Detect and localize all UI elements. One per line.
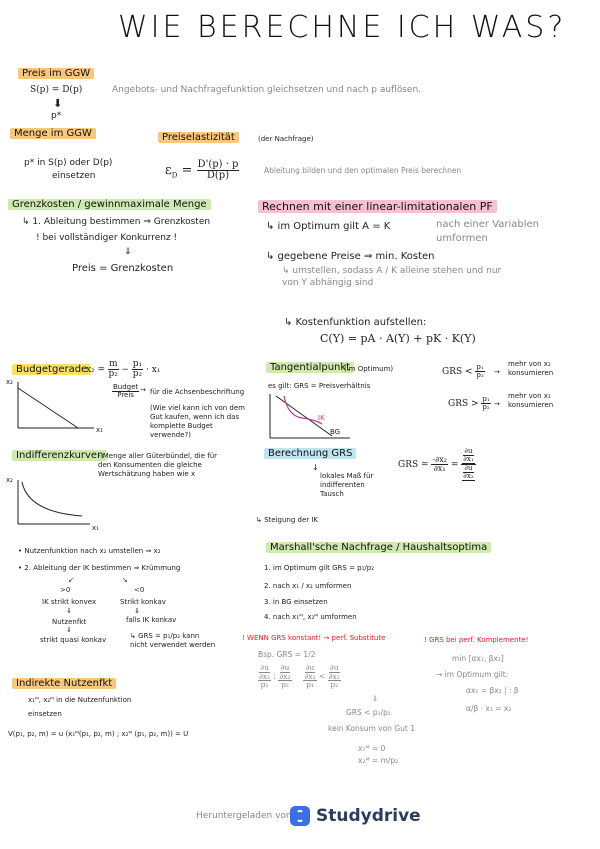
budget-heading: Budgetgerade — [12, 364, 92, 375]
grs-gt-note: mehr von x₁ konsumieren — [508, 392, 554, 410]
tangential-chart — [269, 394, 350, 439]
indiff-bullet2: • 2. Ableitung der IK bestimmen ⇒ Krümmu… — [18, 564, 181, 572]
marshall-heading: Marshall'sche Nachfrage / Haushaltsoptim… — [266, 542, 492, 553]
linlim-line1-note: nach einer Variablen umformen — [436, 219, 540, 244]
linlim-line1: ↳ im Optimum gilt A = K — [266, 221, 391, 232]
down-arrow-icon: ↓ — [312, 463, 319, 472]
linlim-cost-function: C(Y) = pA · A(Y) + pK · K(Y) — [320, 332, 476, 345]
grenz-arrow-icon: ⇓ — [124, 247, 132, 257]
indiff-lt0: <0 — [134, 586, 145, 594]
tangential-bg-label: BG — [330, 428, 341, 436]
budget-axis-y: x₂ — [6, 378, 13, 386]
preis-ggw-heading: Preis im GGW — [18, 68, 95, 79]
studydrive-logo-icon — [290, 806, 310, 826]
indiff-gt0: >0 — [60, 586, 71, 594]
down-arrow-icon: ⇓ — [372, 694, 379, 703]
marshall-step2: 2. nach x₁ / x₂ umformen — [264, 582, 352, 590]
berechnung-grs-note: lokales Maß für indifferenten Tausch — [320, 472, 374, 499]
budget-note1: für die Achsenbeschriftung — [150, 388, 245, 396]
budget-axis-x: x₁ — [96, 426, 103, 434]
indiff-heading: Indifferenzkurven — [12, 450, 108, 461]
indiff-c6: ↳ GRS = p₁/p₂ kann nicht verwendet werde… — [130, 632, 216, 650]
preiselast-heading: Preiselastizität — [158, 132, 239, 143]
linlim-line4: ↳ Kostenfunktion aufstellen: — [284, 317, 427, 328]
tangential-heading: Tangentialpunkt — [266, 362, 355, 373]
marshall-step4: 4. nach x₁ᴹ, x₂ᴹ umformen — [264, 613, 357, 621]
grenz-line3: Preis = Grenzkosten — [72, 263, 174, 274]
preis-ggw-note: Angebots- und Nachfragefunktion gleichse… — [112, 85, 422, 95]
indirekt-line2: einsetzen — [28, 710, 62, 718]
preis-ggw-equation: S(p) = D(p) — [30, 85, 83, 95]
budget-note2: (Wie viel kann ich von dem Gut kaufen, w… — [150, 404, 245, 440]
indiff-note: - Menge aller Güterbündel, die für den K… — [98, 452, 218, 479]
berechnung-grs-heading: Berechnung GRS — [264, 448, 357, 459]
right-arrow-icon: → — [494, 368, 500, 376]
indiff-c5: strikt quasi konkav — [40, 636, 107, 644]
indiff-c2: Strikt konkav — [120, 598, 166, 606]
indiff-axis-x: x₁ — [92, 524, 99, 532]
right-arrow-icon: → — [494, 400, 500, 408]
marshall-step3: 3. in BG einsetzen — [264, 598, 328, 606]
indiff-c1: IK strikt konvex — [42, 598, 97, 606]
linlim-heading: Rechnen mit einer linear-limitationalen … — [258, 200, 497, 213]
indirekt-heading: Indirekte Nutzenfkt — [12, 678, 117, 689]
indiff-c3: Nutzenfkt — [52, 618, 87, 626]
budget-chart — [17, 382, 94, 429]
indiff-chart — [17, 480, 90, 525]
down-arrow-icon: ⇓ — [134, 607, 140, 615]
right-arrow-icon: → — [140, 386, 146, 394]
page-title: WIE BERECHNE ICH WAS? — [118, 10, 567, 45]
indiff-bullet1: • Nutzenfunktion nach x₂ umstellen ⇒ x₂ — [18, 547, 161, 555]
tangential-ik-label: IK — [318, 414, 325, 422]
berechnung-grs-formula: GRS = -∂x₂∂x₁ = ∂u∂x₁ ∂u∂x₂ — [398, 447, 476, 481]
perf-kompl-line4: α/β · x₁ = x₂ — [466, 704, 512, 713]
grenz-line2: ! bei vollständiger Konkurrenz ! — [36, 233, 178, 243]
perf-sub-grs: GRS < p₁/p₂ — [346, 708, 391, 717]
indiff-c4: falls IK konkav — [126, 616, 177, 624]
preis-ggw-pstar: p* — [51, 111, 62, 121]
indirekt-line3: V(p₁, p₂, m) = u (x₁ᴹ(p₁, p₂, m) ; x₂ᴹ (… — [8, 730, 189, 738]
down-arrow-icon: ↘ — [122, 576, 128, 584]
indirekt-line1: x₁ᴹ, x₂ᴹ in die Nutzenfunktion — [28, 696, 132, 704]
tangential-sub: (im Optimum) — [344, 365, 394, 373]
linlim-line2: ↳ gegebene Preise ⇒ min. Kosten — [266, 251, 435, 262]
perf-sub-x1m: x₁ᴹ = 0 — [358, 744, 386, 753]
perf-sub-x2m: x₂ᴹ = m/p₂ — [358, 756, 399, 765]
studydrive-logo-text[interactable]: Studydrive — [316, 806, 421, 826]
preiselast-note: Ableitung bilden und den optimalen Preis… — [264, 166, 462, 175]
grs-lt-note: mehr von x₂ konsumieren — [508, 360, 554, 378]
perf-kompl-line1: min [αx₁, βx₂] — [452, 654, 504, 663]
marshall-step1: 1. im Optimum gilt GRS = p₁/p₂ — [264, 564, 375, 572]
footer-text: Heruntergeladen von — [196, 811, 292, 821]
linlim-line3: ↳ umstellen, sodass A / K alleine stehen… — [282, 266, 502, 289]
tangential-line1: es gilt: GRS = Preisverhältnis — [268, 382, 371, 390]
down-arrow-icon: ⇓ — [66, 626, 72, 634]
menge-ggw-line1: p* in S(p) oder D(p) — [24, 158, 113, 168]
down-arrow-icon: ⬇ — [53, 97, 63, 110]
grenz-heading: Grenzkosten / gewinnmaximale Menge — [8, 199, 211, 210]
menge-ggw-heading: Menge im GGW — [10, 128, 96, 139]
preiselast-sub: (der Nachfrage) — [258, 135, 314, 143]
indiff-steigung: ↳ Steigung der IK — [256, 516, 319, 524]
perf-kompl-line2: → im Optimum gilt: — [436, 670, 509, 679]
perf-sub-bsp: Bsp. GRS = 1/2 — [258, 650, 316, 659]
grenz-line1: ↳ 1. Ableitung bestimmen ⇒ Grenzkosten — [22, 217, 211, 227]
down-arrow-icon: ↙ — [68, 576, 74, 584]
perf-kompl-heading: ! GRS bei perf. Komplemente! — [424, 636, 529, 644]
indiff-axis-y: x₂ — [6, 476, 13, 484]
perf-kompl-line3: αx₁ = βx₂ | : β — [466, 686, 519, 695]
perf-sub-kein: kein Konsum von Gut 1 — [328, 724, 415, 733]
perf-sub-heading: ! WENN GRS konstant! → perf. Substitute — [242, 634, 386, 642]
menge-ggw-line2: einsetzen — [52, 171, 96, 181]
down-arrow-icon: ⇓ — [66, 607, 72, 615]
